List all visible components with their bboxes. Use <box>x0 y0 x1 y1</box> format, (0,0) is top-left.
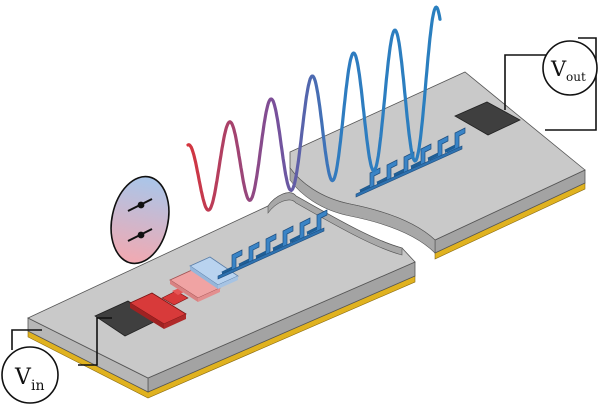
left-idt-finger-edge <box>273 243 283 251</box>
right-pad <box>454 101 521 136</box>
dipole-icon <box>110 175 170 265</box>
left-idt-bus-bar <box>217 227 325 280</box>
left-chip-cut-edge <box>267 192 403 256</box>
right-idt-finger-edge <box>411 161 421 169</box>
right-idt <box>355 127 466 198</box>
right-idt-finger-edge <box>428 153 438 161</box>
left-red-element <box>129 287 189 329</box>
vout-wire-right <box>545 37 597 131</box>
vout-source: V out <box>542 40 598 96</box>
vin-label-subscript: in <box>31 378 45 394</box>
right-idt-finger-edge <box>377 177 387 185</box>
wires <box>11 37 597 366</box>
vin-source: V in <box>1 346 59 404</box>
vin-wire-right <box>78 317 112 366</box>
vin-wire-left <box>11 329 42 350</box>
left-idt <box>217 209 328 280</box>
acoustic-wave <box>186 5 442 212</box>
vout-wire-left <box>504 54 555 110</box>
vin-label: V <box>14 365 32 390</box>
left-idt-finger-edge <box>290 235 300 243</box>
left-idt-finger-edge <box>256 251 266 259</box>
left-chip <box>27 192 416 399</box>
vin-circle <box>1 346 59 404</box>
vout-label-subscript: out <box>566 70 586 84</box>
vout-label: V <box>550 57 567 81</box>
left-lightblue-element <box>189 256 239 289</box>
left-idt-finger-edge <box>307 227 317 235</box>
left-idt-finger-edge <box>239 259 249 267</box>
vout-circle <box>542 40 598 96</box>
right-idt-finger-edge <box>394 169 404 177</box>
right-chip-cut-edge <box>289 167 436 254</box>
right-idt-finger-edge <box>445 145 455 153</box>
right-idt-bus-bar <box>355 145 463 198</box>
